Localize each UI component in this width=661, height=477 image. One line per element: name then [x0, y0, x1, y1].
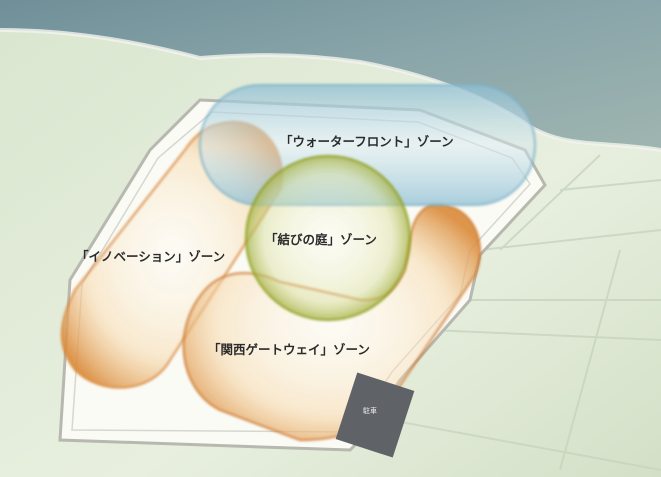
- facility-block: 駐車: [335, 372, 415, 458]
- kansai-gateway-zone: [182, 203, 481, 442]
- shoreline: [0, 28, 661, 152]
- kansai-gateway-zone-label: 「関西ゲートウェイ」ゾーン: [208, 342, 370, 357]
- sea-area: [0, 0, 661, 150]
- road-network: [389, 154, 661, 471]
- facility-label: 駐車: [363, 406, 377, 415]
- musubi-zone: [245, 155, 411, 321]
- musubi-zone-label: 「結びの庭」ゾーン: [265, 232, 377, 247]
- innovation-zone-label: 「イノベーション」ゾーン: [76, 249, 225, 264]
- waterfront-zone-label: 「ウォーターフロント」ゾーン: [280, 134, 454, 149]
